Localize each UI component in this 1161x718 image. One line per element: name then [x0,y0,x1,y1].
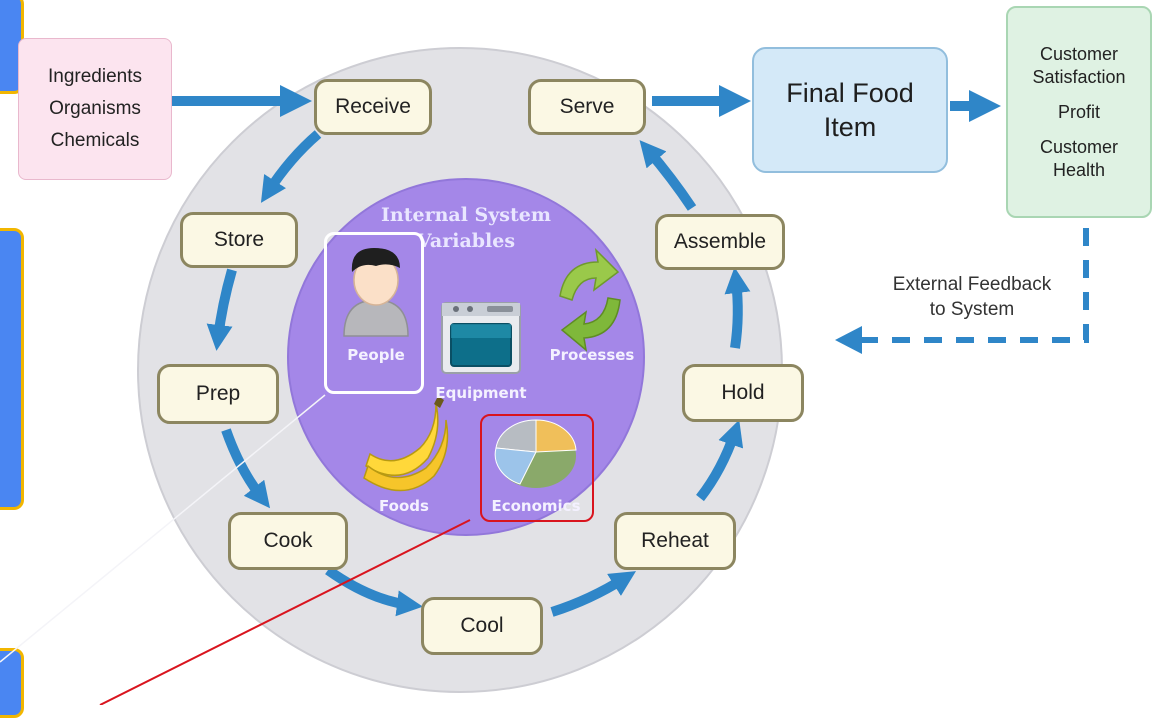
label-equipment: Equipment [435,384,527,402]
label-people: People [347,346,405,364]
feedback-line1: External Feedback [892,274,1052,295]
outcomes-box: Customer Satisfaction Profit Customer He… [1006,6,1152,218]
step-prep: Prep [157,364,279,424]
label-foods: Foods [379,497,429,515]
prep-to-cook-arrow [221,428,271,509]
outcome-satisfaction: Satisfaction [1032,66,1126,87]
receive-to-store-arrow [260,130,322,203]
internal-system-title: Internal System Variables [376,202,556,254]
reheat-to-hold-arrow [696,419,744,502]
person-icon [343,248,409,337]
input-chemicals: Chemicals [50,130,140,151]
pie-chart-icon [494,419,577,488]
feedback-arrow [852,228,1089,343]
outcome-profit: Profit [1057,101,1100,122]
input-organisms: Organisms [49,98,141,119]
people-callout-line [0,394,326,663]
label-processes: Processes [549,346,635,364]
hold-to-assemble-arrow [724,267,751,349]
people-highlight-box [324,232,424,394]
step-store: Store [180,212,298,268]
outcome-customer-2: Customer [1039,136,1119,157]
banana-icon [363,396,449,492]
oven-icon [441,302,521,374]
step-receive: Receive [314,79,432,135]
step-cool: Cool [421,597,543,655]
feedback-line2: to System [929,299,1015,320]
assemble-to-serve-arrow [639,140,697,211]
step-assemble: Assemble [655,214,785,270]
inputs-box: Ingredients Organisms Chemicals [18,38,172,180]
final-item-line1: Final Food [786,78,914,108]
cool-to-reheat-arrow [550,571,637,617]
store-to-prep-arrow [206,268,237,351]
step-hold: Hold [682,364,804,422]
feedback-label: External Feedback to System [872,272,1072,322]
economics-callout-line [99,519,471,705]
label-economics: Economics [491,497,581,515]
internal-title-line2: Variables [416,230,516,252]
outcome-customer-1: Customer [1039,43,1119,64]
input-ingredients: Ingredients [47,66,142,87]
step-cook: Cook [228,512,348,570]
side-panel-middle [0,228,24,510]
step-reheat: Reheat [614,512,736,570]
feedback-arrowhead [835,326,862,354]
final-item-line2: Item [823,112,877,142]
internal-title-line1: Internal System [381,204,551,226]
final-food-item-box: Final Food Item [752,47,948,173]
recycle-arrows-icon [559,247,621,352]
step-serve: Serve [528,79,646,135]
outcome-health: Health [1052,159,1106,180]
economics-highlight-box [480,414,594,522]
cook-to-cool-arrow [325,565,423,617]
